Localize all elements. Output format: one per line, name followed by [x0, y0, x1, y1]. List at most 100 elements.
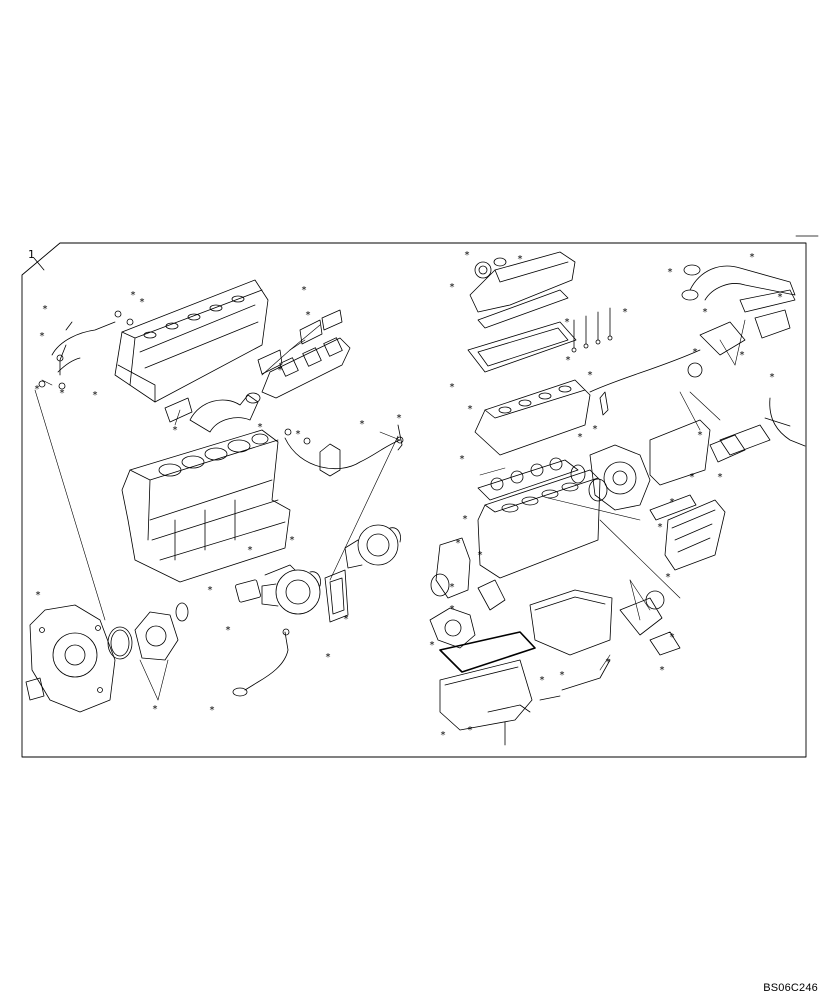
kit-marker-right-30: * [718, 472, 723, 483]
diagram-frame [21, 242, 807, 758]
kit-marker-left-1: * [43, 304, 48, 315]
kit-marker-left-22: * [210, 705, 215, 716]
turbocharger-1 [261, 564, 321, 615]
kit-marker-left-10: * [173, 425, 178, 436]
seal-ring [107, 626, 133, 660]
kit-marker-left-23: * [153, 704, 158, 715]
oil-pan-upper [529, 589, 613, 656]
valve-cover [469, 251, 576, 329]
head-gasket-lower [477, 457, 579, 501]
kit-marker-right-32: * [693, 347, 698, 358]
flywheel-housing [25, 604, 116, 713]
leader-lines-right [479, 319, 746, 671]
timing-cover [570, 444, 651, 511]
oil-cooler [619, 590, 681, 656]
reference-leader [33, 257, 45, 271]
kit-marker-right-26: * [666, 572, 671, 583]
egr-valve [687, 309, 791, 378]
turbocharger-2 [344, 524, 401, 569]
kit-marker-left-15: * [296, 429, 301, 440]
kit-marker-right-8: * [450, 382, 455, 393]
head-gasket-upper [467, 321, 577, 373]
kit-marker-right-17: * [450, 604, 455, 615]
kit-marker-layer: * * * * * * * * * * * * * * * * * * * * * * * * * * * * * * * * * * * * * * * *… [35, 250, 783, 741]
kit-marker-right-5: * [566, 355, 571, 366]
dipstick-tube [487, 659, 611, 746]
kit-marker-right-35: * [750, 252, 755, 263]
kit-marker-left-19: * [226, 625, 231, 636]
kit-marker-right-28: * [670, 497, 675, 508]
kit-marker-right-1: * [465, 250, 470, 261]
kit-marker-left-17: * [290, 535, 295, 546]
kit-marker-left-12: * [397, 413, 402, 424]
kit-marker-left-11: * [278, 365, 283, 376]
reference-number-callout: 1 [28, 248, 35, 261]
kit-marker-left-18: * [208, 585, 213, 596]
kit-marker-right-3: * [518, 254, 523, 265]
kit-marker-left-9: * [306, 310, 311, 321]
kit-marker-right-7: * [588, 370, 593, 381]
kit-marker-left-6: * [60, 388, 65, 399]
kit-marker-right-18: * [430, 640, 435, 651]
kit-marker-left-8: * [302, 285, 307, 296]
kit-marker-right-10: * [578, 432, 583, 443]
front-cover [430, 537, 506, 611]
kit-marker-left-3: * [131, 290, 136, 301]
kit-marker-right-21: * [540, 675, 545, 686]
exhaust-manifold [257, 309, 351, 399]
kit-marker-left-4: * [140, 297, 145, 308]
turbo-gasket [235, 569, 349, 623]
kit-marker-right-36: * [668, 267, 673, 278]
sensor-harness-left [284, 424, 404, 477]
engine-block-left [121, 429, 291, 583]
sensor-harness-right [589, 349, 806, 447]
kit-marker-right-33: * [770, 372, 775, 383]
kit-marker-right-29: * [690, 472, 695, 483]
cylinder-head-right [474, 379, 591, 456]
water-pump-left [134, 602, 189, 661]
kit-marker-right-11: * [593, 424, 598, 435]
kit-marker-right-14: * [456, 538, 461, 549]
egr-cooler [649, 419, 771, 486]
intake-elbow [164, 392, 261, 433]
cylinder-head-left [114, 279, 269, 403]
kit-marker-right-38: * [740, 350, 745, 361]
figure-code: BS06C246 [763, 982, 818, 994]
kit-marker-right-24: * [660, 665, 665, 676]
kit-marker-left-2: * [40, 331, 45, 342]
egr-pipe-top [681, 264, 796, 313]
kit-marker-right-37: * [703, 307, 708, 318]
intake-manifold-right [649, 494, 726, 571]
kit-marker-right-15: * [478, 550, 483, 561]
kit-marker-right-25: * [670, 632, 675, 643]
kit-marker-right-19: * [441, 730, 446, 741]
oil-pan-lower [439, 659, 533, 731]
kit-marker-right-20: * [468, 725, 473, 736]
kit-marker-left-13: * [360, 419, 365, 430]
kit-marker-left-7: * [93, 390, 98, 401]
engine-block-right [477, 469, 601, 579]
kit-marker-left-24: * [36, 590, 41, 601]
kit-marker-right-16: * [450, 582, 455, 593]
water-pump-right [429, 607, 476, 649]
kit-marker-right-6: * [623, 307, 628, 318]
leader-lines-left [34, 324, 401, 701]
kit-marker-left-21: * [326, 652, 331, 663]
kit-marker-right-4: * [565, 317, 570, 328]
kit-marker-right-13: * [463, 514, 468, 525]
kit-marker-right-23: * [606, 657, 611, 668]
valves [571, 307, 613, 416]
oil-return-line [232, 628, 290, 697]
kit-marker-left-20: * [344, 614, 349, 625]
kit-marker-left-16: * [248, 545, 253, 556]
kit-marker-right-34: * [778, 292, 783, 303]
kit-marker-right-31: * [698, 430, 703, 441]
kit-marker-right-2: * [450, 282, 455, 293]
kit-marker-left-14: * [258, 422, 263, 433]
kit-marker-right-27: * [658, 522, 663, 533]
oil-pan-gasket [439, 631, 536, 673]
fuel-line [38, 310, 134, 390]
kit-marker-right-12: * [460, 454, 465, 465]
kit-marker-right-22: * [560, 670, 565, 681]
